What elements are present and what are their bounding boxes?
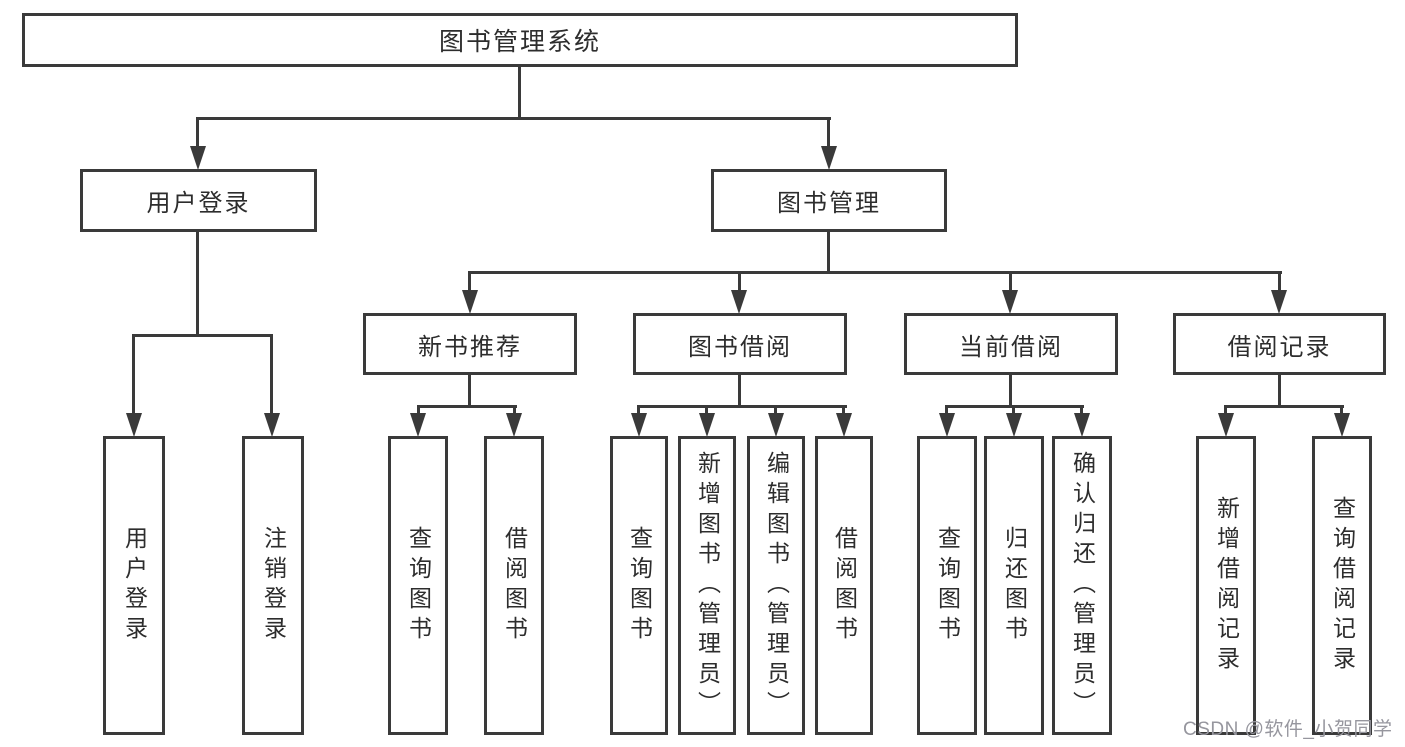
leaf-add-borrow-record: 新增借阅记录 <box>1196 436 1256 735</box>
arrow-down-icon <box>1271 290 1287 314</box>
arrow-down-icon <box>731 290 747 314</box>
arrow-down-icon <box>506 413 522 437</box>
arrow-down-icon <box>410 413 426 437</box>
connector-line <box>1224 405 1344 408</box>
arrow-down-icon <box>1002 290 1018 314</box>
connector-line <box>270 334 273 416</box>
node-label: 编辑图书（管理员） <box>763 450 790 721</box>
connector-line <box>196 117 199 149</box>
connector-line <box>827 232 830 274</box>
leaf-return-book: 归还图书 <box>984 436 1044 735</box>
node-label: 查询图书 <box>405 525 432 646</box>
leaf-query-books-borrow: 查询图书 <box>610 436 668 735</box>
node-borrow-records: 借阅记录 <box>1173 313 1386 375</box>
leaf-borrow-books-recommend: 借阅图书 <box>484 436 544 735</box>
connector-line <box>705 405 708 415</box>
node-label: 借阅图书 <box>831 525 858 646</box>
arrow-down-icon <box>821 146 837 170</box>
node-label: 图书借阅 <box>688 333 792 361</box>
leaf-logout: 注销登录 <box>242 436 304 735</box>
leaf-borrow-books: 借阅图书 <box>815 436 873 735</box>
connector-line <box>1278 271 1281 293</box>
connector-line <box>1080 405 1083 415</box>
leaf-confirm-return-admin: 确认归还（管理员） <box>1052 436 1112 735</box>
arrow-down-icon <box>836 413 852 437</box>
node-label: 新增借阅记录 <box>1213 495 1240 676</box>
node-label: 查询借阅记录 <box>1329 495 1356 676</box>
connector-line <box>842 405 845 415</box>
connector-line <box>513 405 516 415</box>
node-label: 当前借阅 <box>959 333 1063 361</box>
arrow-down-icon <box>699 413 715 437</box>
node-book-borrow: 图书借阅 <box>633 313 847 375</box>
leaf-add-book-admin: 新增图书（管理员） <box>678 436 736 735</box>
node-label: 归还图书 <box>1001 525 1028 646</box>
node-current-borrow: 当前借阅 <box>904 313 1118 375</box>
arrow-down-icon <box>126 413 142 437</box>
node-label: 新增图书（管理员） <box>694 450 721 721</box>
connector-line <box>518 67 521 120</box>
arrow-down-icon <box>462 290 478 314</box>
arrow-down-icon <box>1074 413 1090 437</box>
connector-line <box>1012 405 1015 415</box>
node-label: 查询图书 <box>934 525 961 646</box>
leaf-query-books-current: 查询图书 <box>917 436 977 735</box>
connector-line <box>1009 375 1012 408</box>
connector-line <box>1340 405 1343 415</box>
arrow-down-icon <box>631 413 647 437</box>
leaf-edit-book-admin: 编辑图书（管理员） <box>747 436 805 735</box>
arrow-down-icon <box>939 413 955 437</box>
arrow-down-icon <box>768 413 784 437</box>
connector-line <box>827 117 830 149</box>
leaf-user-login: 用户登录 <box>103 436 165 735</box>
node-label: 借阅图书 <box>501 525 528 646</box>
node-label: 图书管理系统 <box>438 28 601 56</box>
arrow-down-icon <box>190 146 206 170</box>
leaf-query-books-recommend: 查询图书 <box>388 436 448 735</box>
connector-line <box>637 405 640 415</box>
arrow-down-icon <box>1006 413 1022 437</box>
node-label: 用户登录 <box>121 525 148 646</box>
connector-line <box>468 271 471 293</box>
connector-line <box>417 405 517 408</box>
connector-line <box>197 117 831 120</box>
connector-line <box>1009 271 1012 293</box>
connector-line <box>1278 375 1281 408</box>
connector-line <box>774 405 777 415</box>
connector-line <box>945 405 948 415</box>
connector-line <box>738 271 741 293</box>
connector-line <box>196 232 199 337</box>
csdn-watermark: CSDN @软件_小贺同学 <box>1183 719 1393 740</box>
connector-line <box>468 375 471 408</box>
node-label: 确认归还（管理员） <box>1069 450 1096 721</box>
node-book-management: 图书管理 <box>711 169 947 232</box>
connector-line <box>468 271 1282 274</box>
connector-line <box>132 334 135 416</box>
connector-line <box>417 405 420 415</box>
node-label: 注销登录 <box>260 525 287 646</box>
connector-line <box>738 375 741 408</box>
node-library-management-system: 图书管理系统 <box>22 13 1018 67</box>
node-new-book-recommend: 新书推荐 <box>363 313 577 375</box>
node-label: 图书管理 <box>777 190 881 217</box>
node-user-login: 用户登录 <box>80 169 317 232</box>
connector-line <box>1224 405 1227 415</box>
arrow-down-icon <box>1334 413 1350 437</box>
leaf-query-borrow-record: 查询借阅记录 <box>1312 436 1372 735</box>
node-label: 用户登录 <box>146 190 251 217</box>
connector-line <box>637 405 847 408</box>
node-label: 新书推荐 <box>418 333 522 361</box>
arrow-down-icon <box>264 413 280 437</box>
arrow-down-icon <box>1218 413 1234 437</box>
node-label: 查询图书 <box>626 525 653 646</box>
connector-line <box>132 334 273 337</box>
node-label: 借阅记录 <box>1227 333 1332 361</box>
